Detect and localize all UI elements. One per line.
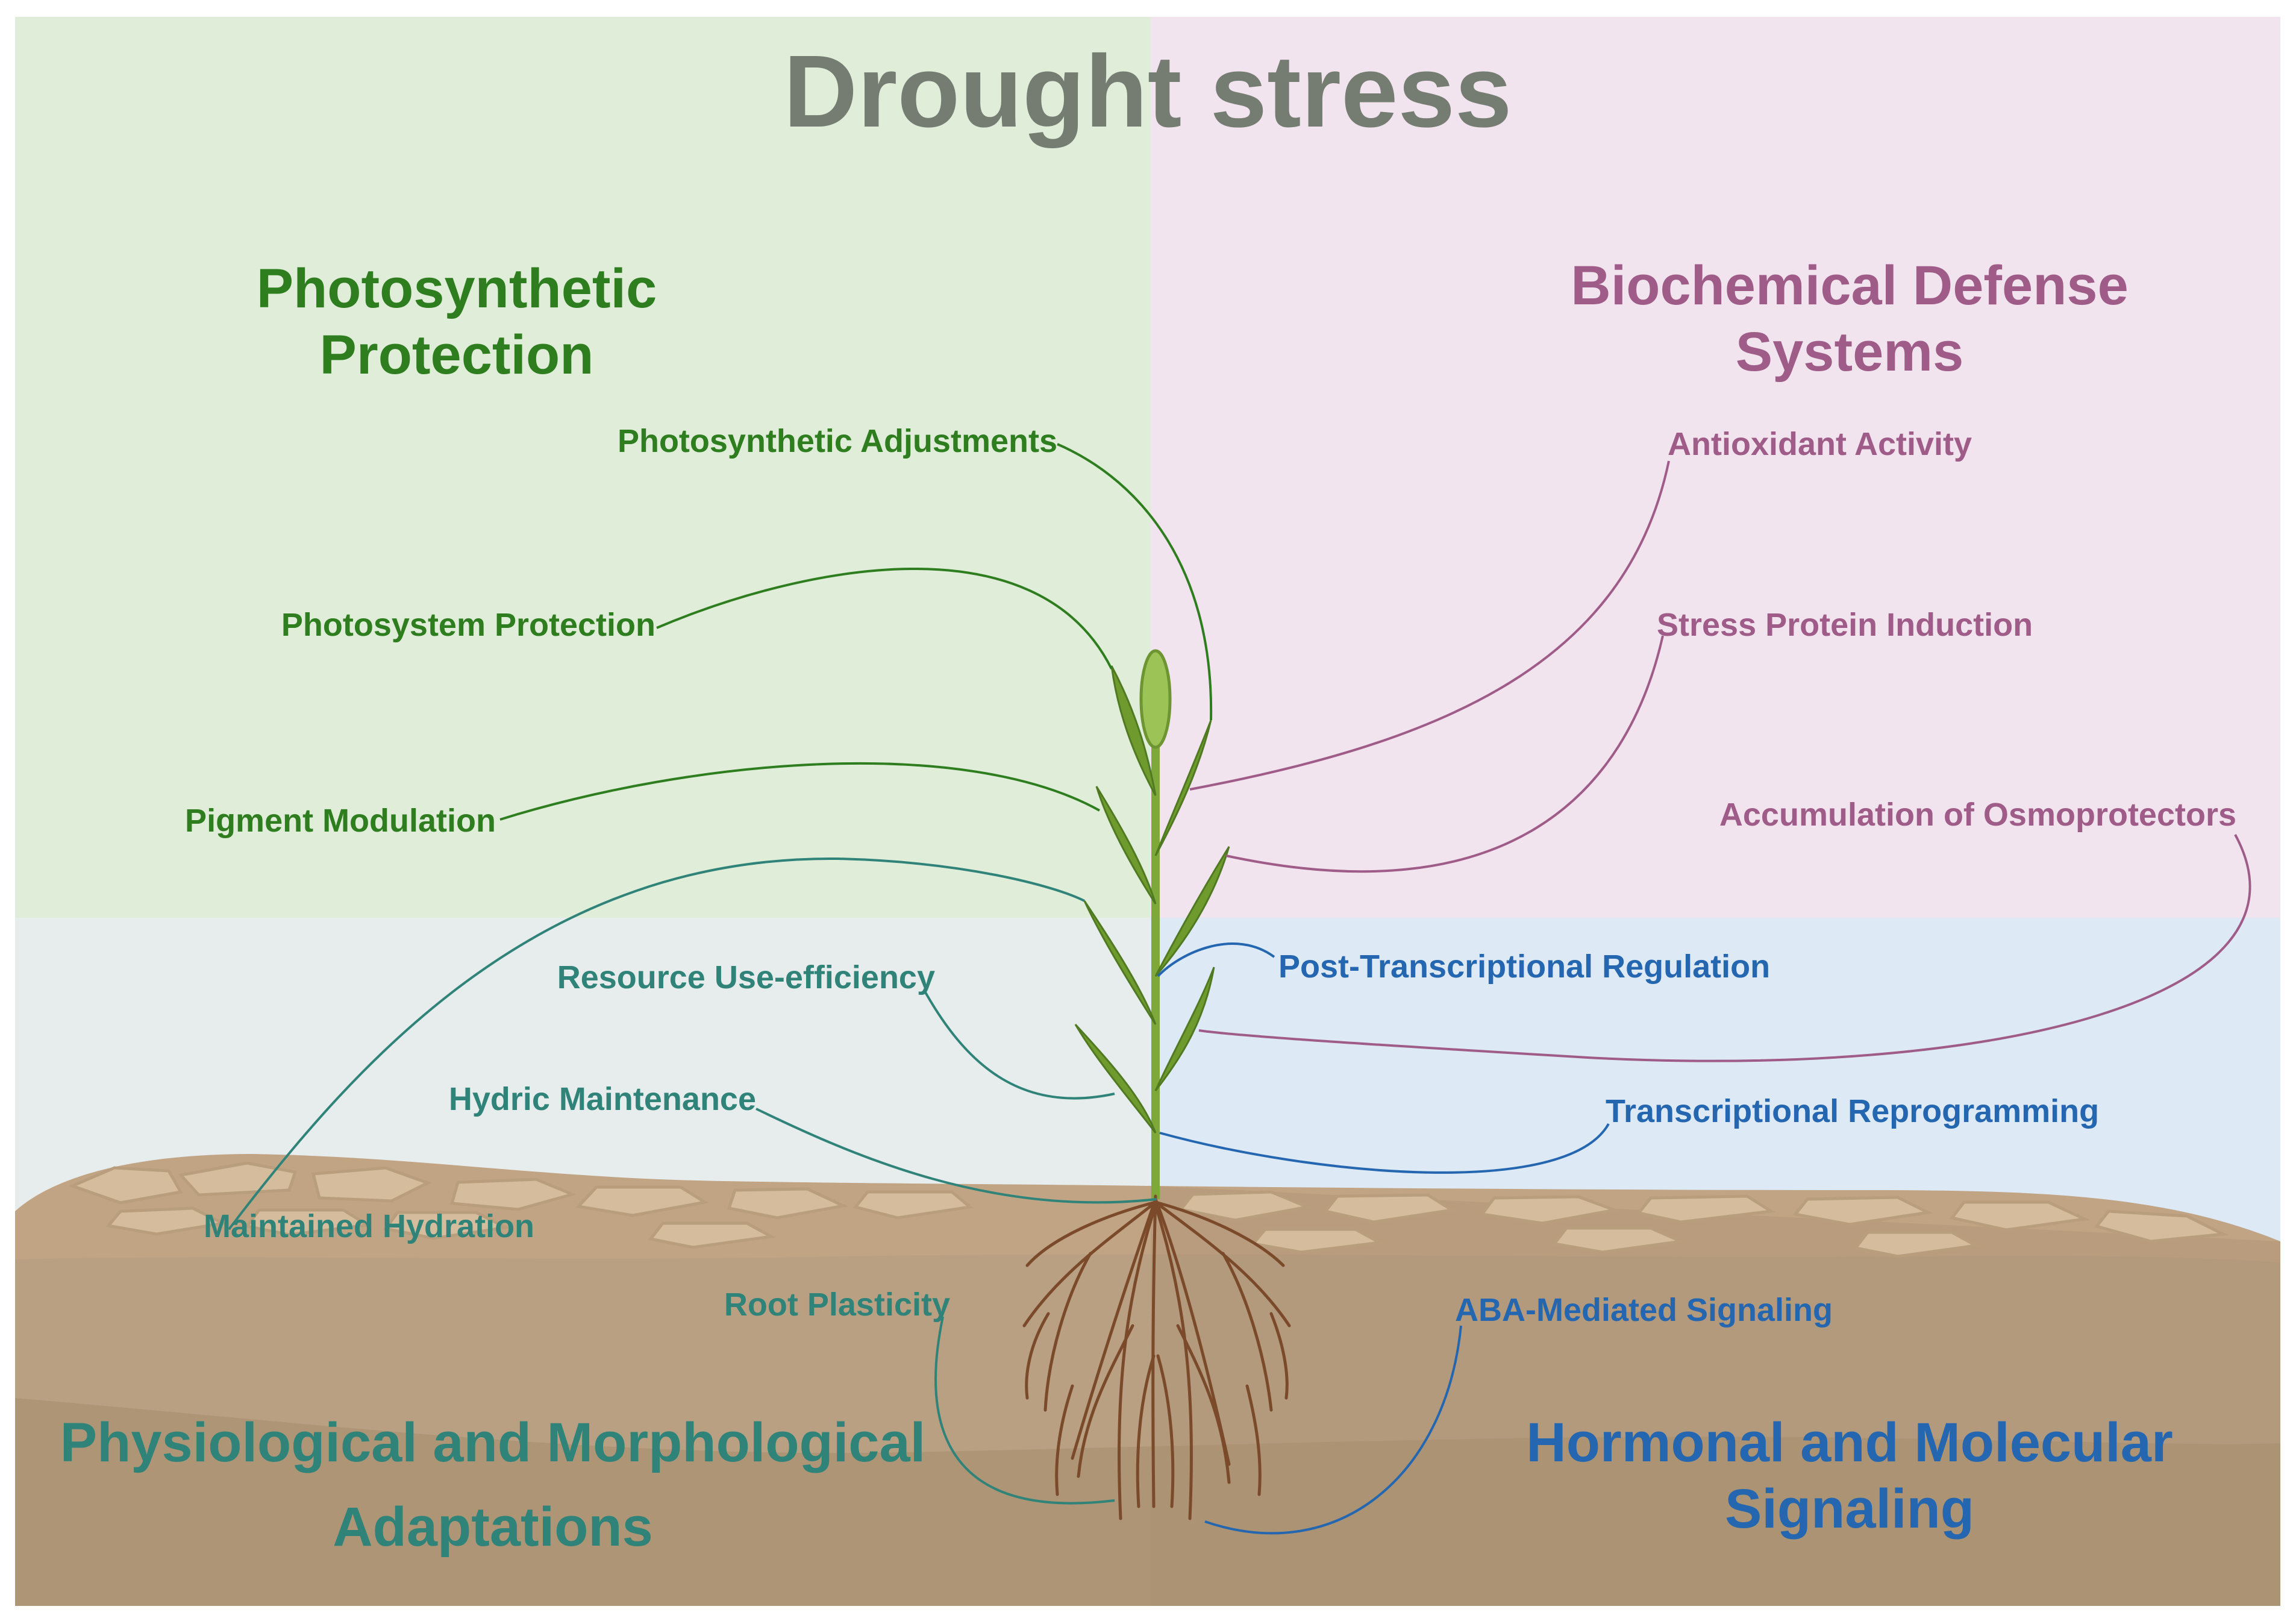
heading-photosynthetic-line2: Protection [320,324,594,386]
heading-physiological-line1: Physiological and Morphological [60,1412,925,1473]
connector-root-plasticity [934,1316,1115,1505]
connector-resource-use [924,991,1115,1100]
label-post-transcriptional: Post-Transcriptional Regulation [1278,948,1770,985]
roots [1022,1194,1291,1520]
quadrant-photosynthetic-bg [15,17,1151,918]
connector-maintained-hydration [228,857,1085,1231]
heading-hormonal-line2: Signaling [1725,1478,1974,1540]
plant [1074,649,1230,1199]
label-pigment-modulation: Pigment Modulation [185,803,496,839]
label-aba-signaling: ABA-Mediated Signaling [1455,1292,1833,1328]
label-stress-protein-induction: Stress Protein Induction [1657,607,2033,643]
label-hydric-maintenance: Hydric Maintenance [449,1081,756,1117]
diagram-title: Drought stress [783,34,1512,149]
label-photosynthetic-adjustments: Photosynthetic Adjustments [618,423,1057,459]
connector-antioxidant-activity [1189,460,1670,791]
heading-biochemical-line2: Systems [1736,321,1963,383]
label-maintained-hydration: Maintained Hydration [204,1208,534,1244]
heading-physiological-line2: Adaptations [333,1496,653,1558]
label-resource-use-efficiency: Resource Use-efficiency [557,959,935,995]
connector-pigment-modulation [499,762,1100,821]
seed-head [1139,649,1172,749]
label-photosystem-protection: Photosystem Protection [281,607,655,643]
label-antioxidant-activity: Antioxidant Activity [1668,426,1972,462]
quadrant-biochemical-bg [1151,17,2280,918]
heading-hormonal-line1: Hormonal and Molecular [1526,1412,2173,1473]
heading-biochemical-line1: Biochemical Defense [1571,255,2128,316]
connector-photosystem-protection [656,567,1113,669]
connector-stress-protein [1225,635,1664,873]
label-osmoprotectors: Accumulation of Osmoprotectors [1719,797,2236,833]
connector-aba [1204,1325,1462,1535]
connector-hydric-maintenance [755,1108,1157,1204]
connector-post-transcriptional [1157,942,1275,977]
cracked-soil-surface [68,1161,2229,1258]
label-transcriptional-reprogramming: Transcriptional Reprogramming [1606,1093,2099,1129]
connectors [228,443,2251,1535]
label-root-plasticity: Root Plasticity [724,1287,950,1323]
connector-photosynthetic-adjustments [1057,443,1213,721]
connector-transcriptional [1159,1123,1610,1174]
heading-photosynthetic-line1: Photosynthetic [257,258,657,319]
connector-osmoprotectors [1198,834,2251,1062]
